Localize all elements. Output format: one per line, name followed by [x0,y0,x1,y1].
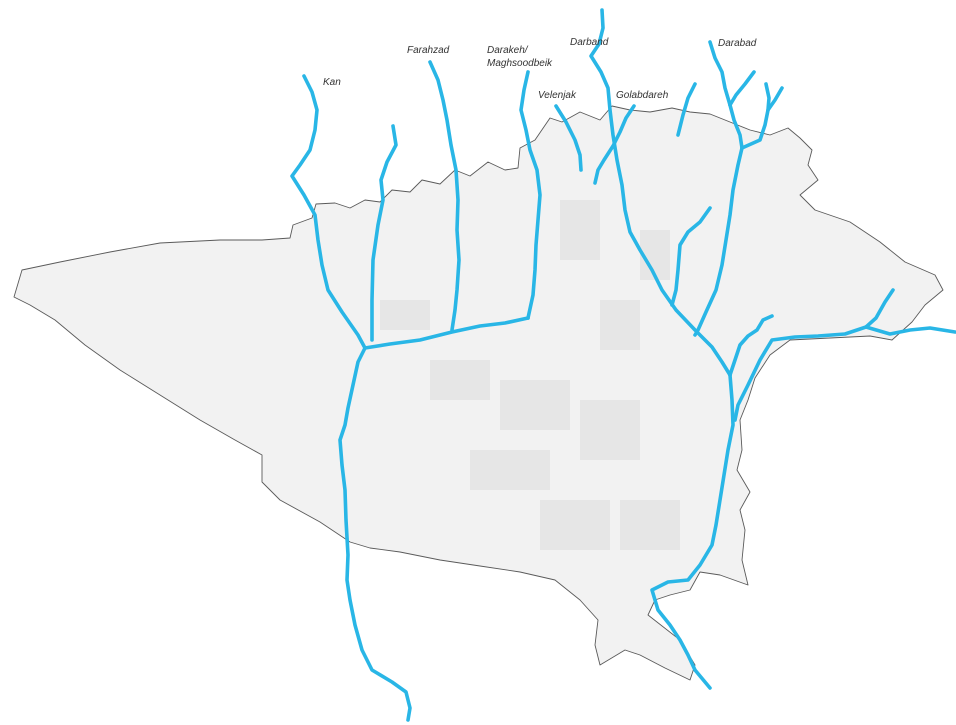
urban-block [600,300,640,350]
river-darakeh [519,70,542,320]
river-north-stream [676,82,697,137]
river-darabad-south [693,146,744,337]
label-darakeh-line1: Darakeh/ [487,45,529,56]
urban-block [470,450,550,490]
river-collector [363,316,530,350]
label-darband: Darband [570,37,609,48]
urban-block [430,360,490,400]
river-mid-east [670,206,712,307]
river-far-east [733,288,895,422]
river-labels: Kan Farahzad Darakeh/ Maghsoodbeik Velen… [323,37,757,101]
urban-block [620,500,680,550]
river-east-stream [728,314,774,377]
urban-texture [380,200,680,550]
urban-block [500,380,570,430]
label-velenjak: Velenjak [538,90,577,101]
urban-block [560,200,600,260]
label-kan: Kan [323,77,341,88]
river-farahzad [428,60,461,332]
river-darabad [708,40,744,150]
urban-block [580,400,640,460]
river-kan-south [338,346,412,722]
river-darabad-branch-3 [764,82,771,112]
river-darabad-branch-2 [740,86,784,150]
river-main-south [650,373,735,690]
river-kan [290,74,367,350]
river-golabdareh [593,104,636,185]
river-velenjak [554,104,583,172]
river-kan-tributary [370,124,398,342]
label-darabad: Darabad [718,38,757,49]
label-golabdareh: Golabdareh [616,90,669,101]
river-darabad-branch-1 [728,70,756,107]
label-darakeh-line2: Maghsoodbeik [487,58,553,69]
river-far-east-outlet [864,325,956,336]
label-farahzad: Farahzad [407,45,450,56]
urban-block [540,500,610,550]
urban-block [380,300,430,330]
rivers [290,8,956,722]
river-darband [589,8,732,377]
